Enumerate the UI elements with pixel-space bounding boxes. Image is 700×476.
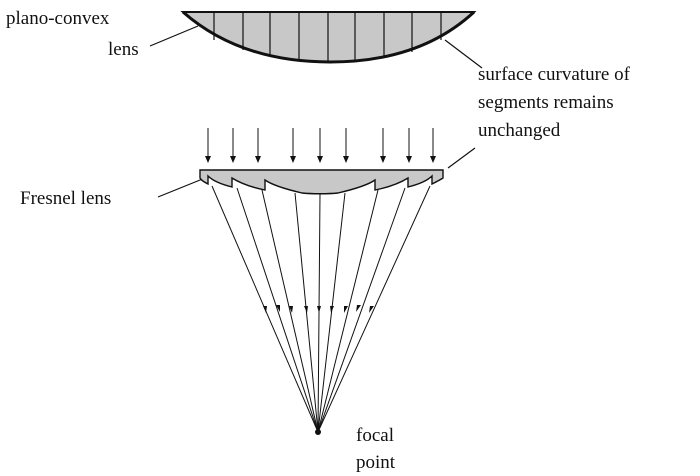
ray-arrowhead — [263, 306, 267, 313]
ray-arrowhead — [369, 306, 374, 313]
label-curvature-3: unchanged — [478, 120, 561, 141]
label-curvature-2: segments remains — [478, 92, 614, 113]
refracted-ray-arrows — [263, 305, 374, 313]
label-curvature-1: surface curvature of — [478, 64, 631, 85]
ray-arrowhead — [344, 306, 348, 313]
label-lens: lens — [108, 39, 139, 60]
refracted-ray — [236, 187, 319, 433]
refracted-ray — [317, 185, 431, 433]
label-fresnel-lens: Fresnel lens — [20, 188, 111, 209]
plano-convex-lens — [180, 10, 477, 64]
ray-arrowhead — [356, 305, 361, 312]
incoming-rays — [205, 128, 436, 163]
refracted-ray — [317, 192, 346, 433]
ray-arrowhead — [304, 306, 308, 313]
refracted-ray — [317, 189, 379, 433]
refracted-rays — [211, 185, 431, 433]
ray-arrowhead — [317, 306, 321, 313]
label-point: point — [356, 452, 396, 473]
plano-convex-lens-curve — [182, 10, 476, 64]
refracted-ray — [261, 189, 319, 433]
curvature-leader — [444, 39, 483, 69]
ray-arrowhead — [289, 306, 293, 313]
plano-convex-leader — [149, 25, 199, 47]
refracted-ray — [317, 187, 406, 433]
lens-segment-lines — [213, 12, 442, 61]
fresnel-lens — [199, 169, 444, 195]
fresnel-leader — [157, 177, 206, 198]
ray-arrowhead — [330, 306, 334, 313]
label-focal: focal — [356, 425, 394, 446]
focal-point-dot — [315, 429, 321, 435]
label-plano-convex: plano-convex — [6, 8, 110, 29]
ray-arrowhead — [276, 305, 280, 312]
fresnel-curvature-leader — [447, 147, 476, 169]
refracted-ray — [294, 192, 319, 433]
